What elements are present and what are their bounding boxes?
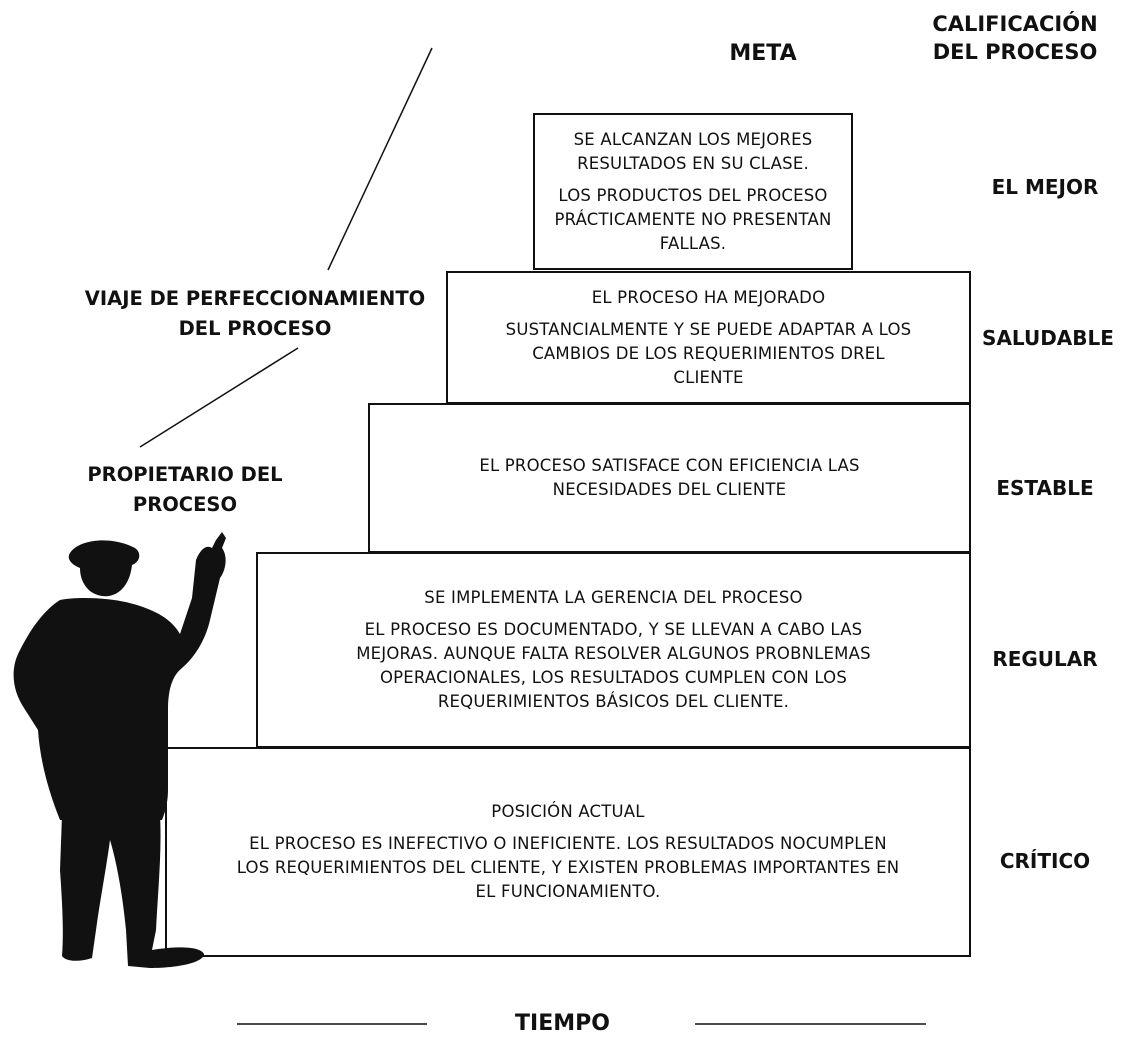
step-text: SE IMPLEMENTA LA GERENCIA DEL PROCESO — [424, 588, 803, 607]
time-axis-label: TIEMPO — [515, 1011, 610, 1036]
step-text: EL PROCESO HA MEJORADO — [591, 287, 826, 307]
goal-header: META — [729, 41, 797, 66]
step-text: SE ALCANZAN LOS MEJORES RESULTADOS EN SU… — [573, 129, 813, 173]
rating-regular: REGULAR — [992, 647, 1098, 671]
rating-el-mejor: EL MEJOR — [991, 175, 1099, 199]
rating-saludable: SALUDABLE — [982, 326, 1114, 350]
step-box-regular: SE IMPLEMENTA LA GERENCIA DEL PROCESO EL… — [256, 552, 971, 748]
journey-line-lower — [139, 347, 299, 448]
journey-label: VIAJE DE PERFECCIONAMIENTO DEL PROCESO — [84, 287, 426, 340]
rating-critico: CRÍTICO — [999, 849, 1091, 873]
journey-line-upper — [327, 47, 433, 271]
step-box-el-mejor: SE ALCANZAN LOS MEJORES RESULTADOS EN SU… — [533, 113, 853, 270]
step-text: EL PROCESO SATISFACE CON EFICIENCIA LAS … — [479, 456, 860, 499]
step-text: EL PROCESO ES DOCUMENTADO, Y SE LLEVAN A… — [356, 620, 871, 711]
step-text: SUSTANCIALMENTE Y SE PUEDE ADAPTAR A LOS… — [505, 319, 912, 387]
step-text: POSICIÓN ACTUAL — [491, 802, 645, 821]
step-box-estable: EL PROCESO SATISFACE CON EFICIENCIA LAS … — [368, 403, 971, 553]
owner-label: PROPIETARIO DEL PROCESO — [87, 463, 283, 516]
step-text: LOS PRODUCTOS DEL PROCESO PRÁCTICAMENTE … — [554, 185, 832, 253]
step-box-critico: POSICIÓN ACTUAL EL PROCESO ES INEFECTIVO… — [165, 747, 971, 957]
rating-header: CALIFICACIÓN DEL PROCESO — [932, 12, 1098, 64]
rating-estable: ESTABLE — [996, 476, 1094, 500]
step-text: EL PROCESO ES INEFECTIVO O INEFICIENTE. … — [236, 834, 900, 901]
